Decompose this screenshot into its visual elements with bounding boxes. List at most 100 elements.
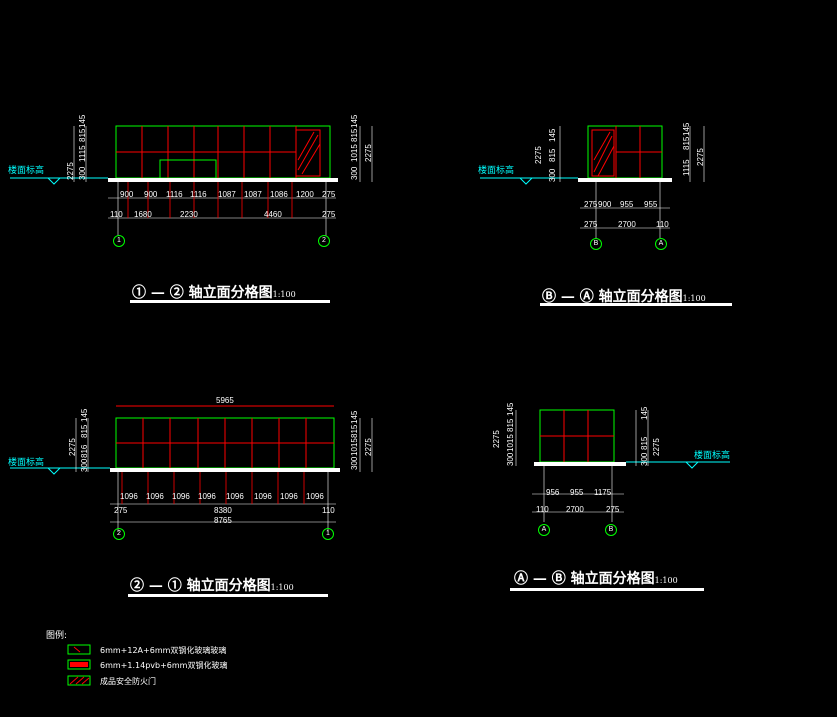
dim: 1087: [218, 190, 236, 199]
vdim: 1015: [350, 438, 359, 456]
elevation-b-a: [480, 125, 732, 306]
vdim: 1115: [682, 159, 691, 176]
dim: 1680: [134, 210, 152, 219]
title-axes: Ⓐ — Ⓑ: [514, 571, 566, 587]
vdim: 300: [350, 456, 359, 470]
dim: 1096: [226, 492, 244, 501]
elevation-2-1: [10, 405, 373, 597]
legend-swatches: [67, 644, 91, 686]
title-scale: 1:100: [682, 294, 706, 303]
dim: 1200: [296, 190, 314, 199]
vdim: 2275: [696, 148, 705, 166]
vdim: 300: [350, 166, 359, 180]
vdim: 300: [80, 458, 89, 472]
elevation-a-b: [510, 409, 730, 591]
vdim: 815: [350, 128, 359, 142]
vdim: 1015: [350, 144, 359, 162]
legend-item-door: 成品安全防火门: [100, 677, 156, 686]
dim: 955: [620, 200, 634, 209]
vdim: 145: [506, 402, 515, 416]
title-2: Ⓑ — Ⓐ 轴立面分格图1:100: [542, 286, 706, 306]
title-axes: ① — ②: [132, 285, 184, 301]
dim: 1096: [306, 492, 324, 501]
dim: 900: [144, 190, 158, 199]
dim: 275: [322, 210, 336, 219]
vdim: 145: [548, 128, 557, 142]
ground-label-2: 楼面标高: [478, 166, 515, 176]
vdim: 2275: [364, 438, 373, 456]
dim: 110: [110, 210, 123, 219]
axis-marker: A: [538, 524, 550, 536]
vdim: 2275: [492, 430, 501, 448]
vdim: 815: [548, 148, 557, 162]
vdim: 145: [682, 122, 691, 136]
dim: 5965: [216, 396, 234, 405]
dim: 8765: [214, 516, 232, 525]
dim: 900: [120, 190, 134, 199]
dim: 2700: [566, 505, 584, 514]
vdim: 815: [682, 136, 691, 150]
dim: 1096: [280, 492, 298, 501]
title-3: ② — ① 轴立面分格图1:100: [130, 575, 294, 595]
dim: 955: [570, 488, 584, 497]
vdim: 145: [350, 114, 359, 128]
dim: 275: [584, 220, 598, 229]
dim: 4460: [264, 210, 282, 219]
axis-marker: B: [590, 238, 602, 250]
title-scale: 1:100: [270, 583, 294, 592]
vdim: 815: [78, 128, 87, 142]
title-text: 轴立面分格图: [570, 571, 655, 587]
vdim: 1015: [506, 434, 515, 452]
elevation-1-2: [10, 125, 373, 303]
axis-marker: 2: [318, 235, 330, 247]
dim: 1116: [166, 190, 183, 199]
dim: 275: [322, 190, 336, 199]
vdim: 1115: [78, 145, 87, 162]
vdim: 145: [80, 408, 89, 422]
vdim: 2275: [364, 144, 373, 162]
vdim: 145: [350, 410, 359, 424]
vdim: 815: [80, 424, 89, 438]
axis-marker: A: [655, 238, 667, 250]
dim: 275: [114, 506, 128, 515]
vdim: 300: [640, 452, 649, 466]
vdim: 2275: [534, 146, 543, 164]
axis-marker: 1: [113, 235, 125, 247]
dim: 900: [598, 200, 612, 209]
vdim: 145: [78, 114, 87, 128]
legend-item-laminated: 6mm+1.14pvb+6mm双钢化玻璃: [100, 661, 228, 670]
dim: 1087: [244, 190, 262, 199]
vdim: 815: [350, 424, 359, 438]
vdim: 145: [640, 406, 649, 420]
vdim: 300: [506, 452, 515, 466]
dim: 275: [606, 505, 620, 514]
dim: 1096: [120, 492, 138, 501]
title-axes: Ⓑ — Ⓐ: [542, 289, 594, 305]
vdim: 2275: [652, 438, 661, 456]
dim: 8380: [214, 506, 232, 515]
ground-label-1: 楼面标高: [8, 166, 45, 176]
title-axes: ② — ①: [130, 578, 182, 594]
dim: 1096: [146, 492, 164, 501]
dim: 1116: [190, 190, 207, 199]
dim: 1086: [270, 190, 288, 199]
dim: 1096: [254, 492, 272, 501]
title-text: 轴立面分格图: [598, 289, 683, 305]
dim: 1096: [172, 492, 190, 501]
vdim: 300: [78, 166, 87, 180]
vdim: 815: [506, 418, 515, 432]
dim: 110: [322, 506, 335, 515]
title-scale: 1:100: [272, 290, 296, 299]
vdim: 2275: [68, 438, 77, 456]
title-text: 轴立面分格图: [186, 578, 271, 594]
dim: 110: [656, 220, 669, 229]
title-1: ① — ② 轴立面分格图1:100: [132, 282, 296, 302]
vdim: 815: [640, 436, 649, 450]
dim: 2700: [618, 220, 636, 229]
vdim: 300: [548, 168, 557, 182]
title-scale: 1:100: [654, 576, 678, 585]
vdim: 2275: [66, 162, 75, 180]
ground-label-3: 楼面标高: [8, 458, 45, 468]
axis-marker: 2: [113, 528, 125, 540]
